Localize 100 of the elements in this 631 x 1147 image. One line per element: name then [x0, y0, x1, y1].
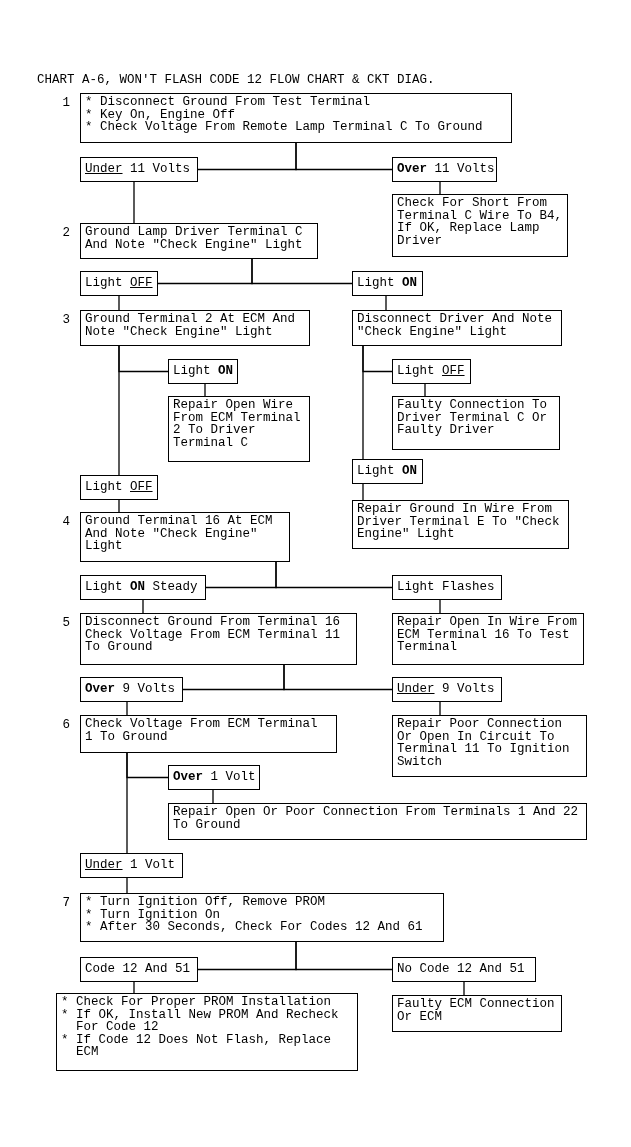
- box-text: * Turn Ignition Off, Remove PROM: [85, 896, 327, 909]
- box-text: Check For Short From Terminal C Wire To B4, If OK, Replace Lamp Driver: [397, 197, 563, 247]
- box-text: Check Voltage From ECM Terminal 1 To Ground: [85, 718, 319, 743]
- connector-line: [204, 383, 206, 397]
- outcome-box: [168, 765, 260, 790]
- step-box: [80, 93, 512, 143]
- connector-line: [275, 561, 393, 589]
- box-text: Disconnect Driver And Note "Check Engine" Light: [357, 313, 554, 338]
- step-box: [392, 613, 584, 665]
- box-text: Ground Terminal 16 At ECM And Note "Check Engine" Light: [85, 515, 274, 553]
- step-box: [392, 194, 568, 257]
- connector-line: [126, 877, 128, 894]
- step-box: [80, 613, 357, 665]
- connector-line: [133, 181, 135, 224]
- box-text: Faulty Connection To Driver Terminal C Or Faulty Driver: [397, 399, 549, 437]
- step-box: [168, 803, 587, 840]
- box-text: Repair Poor Connection Or Open In Circuit To Terminal 11 To Ignition Switch: [397, 718, 571, 768]
- box-text: Over 9 Volts: [85, 683, 176, 696]
- box-text: Under 11 Volts: [85, 163, 191, 176]
- connector-line: [439, 599, 441, 614]
- connector-line: [283, 664, 393, 691]
- box-text: Disconnect Ground From Terminal 16 Check Voltage From ECM Terminal 11 To Ground: [85, 616, 342, 654]
- box-text: Faulty ECM Connection Or ECM: [397, 998, 556, 1023]
- step-number: 5: [61, 617, 70, 630]
- connector-line: [118, 345, 120, 476]
- box-text: Over 1 Volt: [173, 771, 256, 784]
- outcome-box: [392, 157, 497, 182]
- box-text: Repair Open In Wire From ECM Terminal 16 To Test Terminal: [397, 616, 579, 654]
- box-text: Light OFF: [85, 481, 153, 494]
- outcome-box: [80, 677, 183, 702]
- step-number: 1: [61, 97, 70, 110]
- box-text: Repair Open Wire From ECM Terminal 2 To Driver Terminal C: [173, 399, 302, 449]
- box-text: * If Code 12 Does Not Flash, Replace ECM: [61, 1033, 333, 1059]
- step-box: [80, 893, 444, 942]
- connector-line: [295, 941, 393, 971]
- outcome-box: [168, 359, 238, 384]
- step-box: [80, 223, 318, 259]
- connector-line: [424, 383, 426, 397]
- outcome-box: [392, 359, 471, 384]
- outcome-box: [392, 677, 502, 702]
- connector-line: [251, 258, 353, 285]
- outcome-box: [352, 459, 423, 484]
- box-text: Light ON: [173, 365, 234, 378]
- outcome-box: [80, 475, 158, 500]
- step-number: 6: [61, 719, 70, 732]
- step-box: [80, 512, 290, 562]
- chart-title: CHART A-6, WON'T FLASH CODE 12 FLOW CHART & CKT DIAG.: [37, 74, 435, 87]
- connector-line: [212, 789, 214, 804]
- step-number: 7: [61, 897, 70, 910]
- box-text: * If OK, Install New PROM And Recheck For Code 12: [61, 1008, 340, 1034]
- connector-line: [463, 981, 465, 996]
- box-text: Under 1 Volt: [85, 859, 176, 872]
- step-box: [56, 993, 358, 1071]
- box-text: * After 30 Seconds, Check For Codes 12 And 61: [85, 921, 424, 934]
- outcome-box: [392, 957, 536, 982]
- box-text: Light OFF: [85, 277, 153, 290]
- box-text: Light Flashes: [397, 581, 495, 594]
- box-text: Light ON: [357, 277, 418, 290]
- step-number: 3: [61, 314, 70, 327]
- step-box: [80, 715, 337, 753]
- box-text: Ground Lamp Driver Terminal C And Note "Check Engine" Light: [85, 226, 304, 251]
- connector-line: [133, 981, 135, 994]
- box-text: Under 9 Volts: [397, 683, 495, 696]
- box-text: * Check Voltage From Remote Lamp Terminal C To Ground: [85, 121, 484, 134]
- connector-line: [118, 499, 120, 513]
- outcome-box: [80, 157, 198, 182]
- connector-line: [295, 142, 393, 171]
- box-text: Over 11 Volts: [397, 163, 495, 176]
- step-number: 4: [61, 516, 70, 529]
- box-text: Ground Terminal 2 At ECM And Note "Check Engine" Light: [85, 313, 297, 338]
- outcome-box: [80, 853, 183, 878]
- outcome-box: [392, 575, 502, 600]
- connector-line: [118, 295, 120, 311]
- step-number: 2: [61, 227, 70, 240]
- outcome-box: [80, 575, 206, 600]
- step-box: [168, 396, 310, 462]
- step-box: [352, 310, 562, 346]
- connector-line: [362, 345, 364, 460]
- box-text: Repair Ground In Wire From Driver Terminal E To "Check Engine" Light: [357, 503, 561, 541]
- step-box: [352, 500, 569, 549]
- box-text: Light ON Steady: [85, 581, 198, 594]
- step-box: [80, 310, 310, 346]
- box-text: Light OFF: [397, 365, 465, 378]
- box-text: Repair Open Or Poor Connection From Terminals 1 And 22 To Ground: [173, 806, 580, 831]
- box-text: * Key On, Engine Off: [85, 108, 237, 121]
- box-text: * Check For Proper PROM Installation: [61, 996, 333, 1009]
- box-text: Code 12 And 51: [85, 963, 191, 976]
- connector-line: [385, 295, 387, 311]
- box-text: No Code 12 And 51: [397, 963, 525, 976]
- outcome-box: [352, 271, 423, 296]
- step-box: [392, 995, 562, 1032]
- outcome-box: [80, 957, 198, 982]
- connector-line: [439, 181, 441, 195]
- connector-line: [142, 599, 144, 614]
- step-box: [392, 715, 587, 777]
- box-text: * Disconnect Ground From Test Terminal: [85, 96, 372, 109]
- box-text: * Turn Ignition On: [85, 908, 221, 921]
- step-box: [392, 396, 560, 450]
- connector-line: [126, 752, 128, 854]
- box-text: Light ON: [357, 465, 418, 478]
